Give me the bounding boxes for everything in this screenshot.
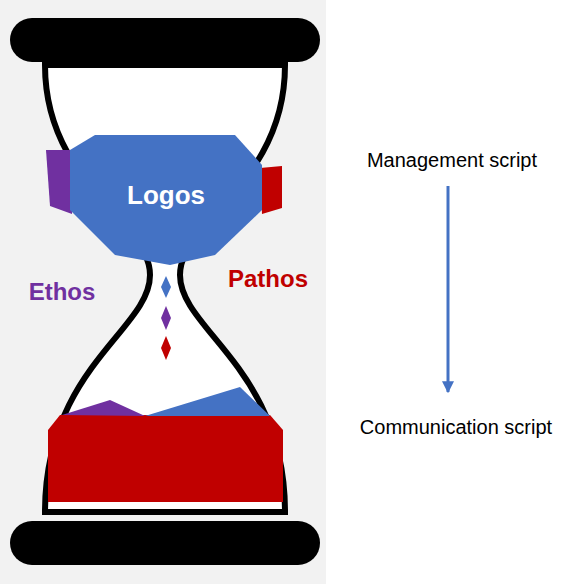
ethos-sand-top <box>46 150 72 214</box>
logos-sand-top <box>70 135 262 265</box>
falling-grain <box>161 276 171 298</box>
flow-arrow <box>447 186 450 392</box>
script-label: Management script <box>367 149 537 172</box>
bottom-cap <box>10 521 320 565</box>
ethos-sand-bottom <box>62 400 145 416</box>
falling-grain <box>161 336 171 360</box>
background-panel <box>0 0 326 584</box>
script-label: Communication script <box>360 416 552 439</box>
logos-sand-bottom <box>145 387 270 416</box>
node-label: Logos <box>127 180 205 211</box>
ethos-label: Ethos <box>29 278 96 306</box>
top-cap <box>10 18 320 62</box>
pathos-sand-top <box>260 166 282 214</box>
pathos-sand-bottom <box>48 415 283 502</box>
falling-grain <box>161 306 171 330</box>
sand-shape: Logos <box>70 135 262 265</box>
pathos-label: Pathos <box>228 265 308 293</box>
